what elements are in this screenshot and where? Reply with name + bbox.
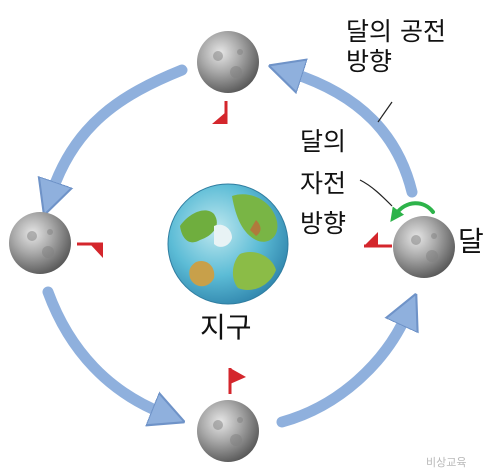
rotation-label-line3: 방향 [300, 209, 347, 238]
moon-label: 달 [458, 225, 484, 258]
revolution-label-line1: 달의 공전 [346, 17, 446, 46]
flag-top-icon [212, 101, 228, 124]
orbit-arrow-bottom-right [276, 316, 406, 428]
revolution-label-line2: 방향 [346, 47, 393, 76]
rotation-arrow-icon [390, 201, 435, 222]
moon-top-icon [197, 31, 259, 93]
orbit-arrow-bottom-left [42, 286, 162, 413]
moon-bottom-icon [197, 400, 259, 462]
rotation-label-line2: 자전 [300, 169, 347, 198]
earth-label: 지구 [200, 311, 252, 344]
rotation-label-line1: 달의 [300, 127, 347, 156]
watermark-text: 비상교육 [426, 456, 467, 469]
orbit-arrow-top-right [292, 73, 418, 198]
orbit-arrows [42, 64, 418, 428]
rotation-leader-line [359, 179, 393, 207]
flag-left-icon [77, 242, 103, 258]
moon-right-icon [393, 216, 455, 278]
revolution-leader-line [377, 101, 393, 123]
flag-right-icon [364, 232, 392, 248]
orbit-arrow-top-left [52, 64, 188, 192]
earth-globe-icon [167, 183, 289, 305]
flag-bottom-icon [228, 368, 246, 394]
moon-left-icon [9, 212, 71, 274]
